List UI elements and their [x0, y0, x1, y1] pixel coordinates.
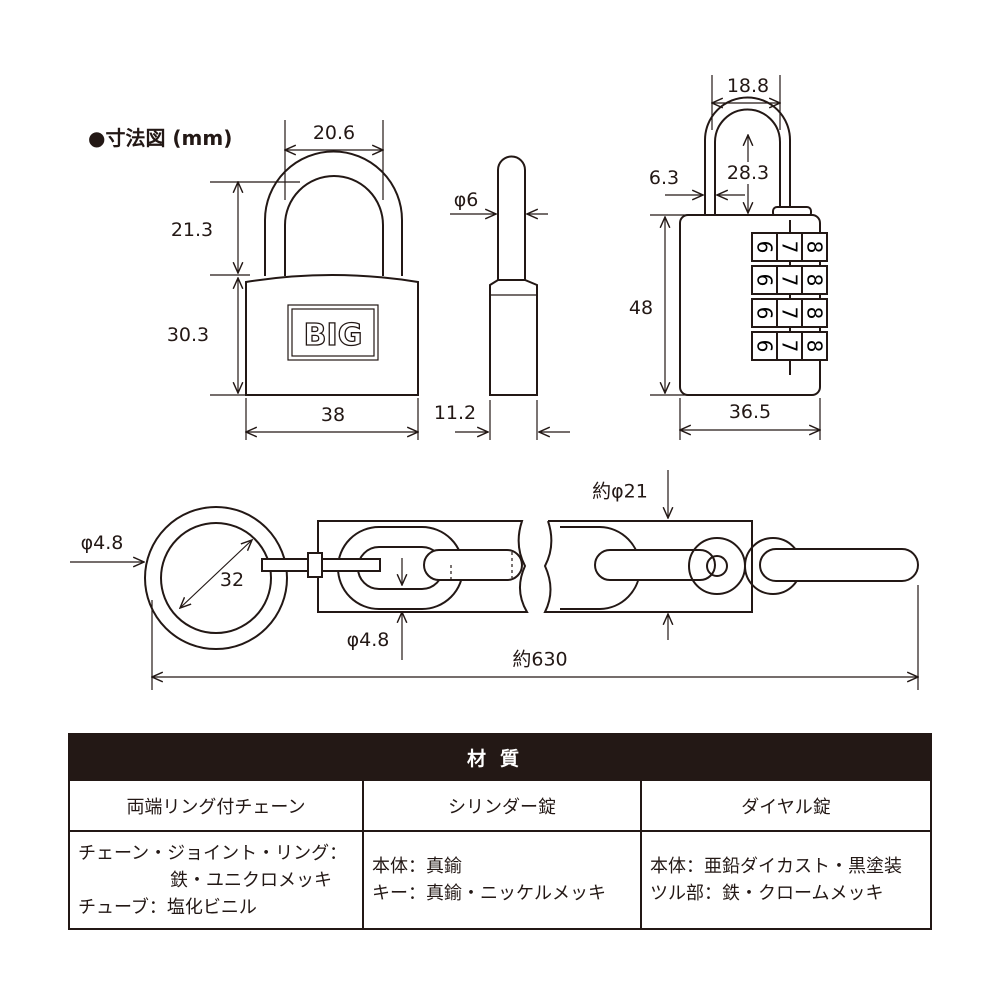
dial-digit: 6: [753, 340, 777, 353]
material-line: 鉄・ユニクロメッキ: [170, 869, 332, 891]
dim-body-width: 38: [320, 404, 346, 426]
dial-materials: 本体：亜鉛ダイカスト・黒塗装 ツル部：鉄・クロームメッキ: [640, 830, 932, 930]
cylinder-materials: 本体：真鍮 キー：真鍮・ニッケルメッキ: [362, 830, 642, 930]
dim-chain-wire: φ4.8: [346, 629, 390, 651]
dial-digit: 8: [803, 241, 827, 254]
dim-total-length: 約630: [512, 648, 568, 671]
dim-dial-shackle-offset: 6.3: [648, 167, 680, 189]
dial-digit: 6: [753, 241, 777, 254]
material-line: 本体：亜鉛ダイカスト・黒塗装: [650, 856, 902, 877]
dial-digit: 8: [803, 307, 827, 320]
dim-ring-inner: 32: [219, 569, 245, 591]
dim-dial-shackle-height: 28.3: [726, 162, 770, 184]
dial-digit: 7: [778, 274, 802, 287]
padlock-side: [450, 155, 570, 440]
dim-thickness: 11.2: [433, 402, 477, 424]
dim-tube-dia: 約φ21: [592, 480, 648, 503]
material-line: ツル部：鉄・クロームメッキ: [650, 883, 884, 904]
materials-header: 材質: [68, 733, 932, 781]
dim-dial-body-height: 48: [628, 297, 654, 319]
material-line: 本体：真鍮: [372, 856, 462, 877]
dim-ring-wire: φ4.8: [80, 532, 124, 554]
chain-materials: チェーン・ジョイント・リング： 鉄・ユニクロメッキ チューブ：塩化ビニル: [68, 830, 364, 930]
dial-digit: 6: [753, 274, 777, 287]
material-line: チューブ：塩化ビニル: [78, 896, 257, 918]
dim-dial-shackle-width: 18.8: [726, 75, 770, 97]
col-dial-lock: ダイヤル錠: [640, 779, 932, 832]
drawing-title: ●寸法図 (mm): [88, 126, 233, 150]
dial-wheel: [751, 265, 778, 295]
dim-shackle-width: 20.6: [312, 122, 356, 144]
dial-digit: 7: [778, 241, 802, 254]
material-line: キー：真鍮・ニッケルメッキ: [372, 883, 606, 904]
col-chain: 両端リング付チェーン: [68, 779, 364, 832]
big-logo: BIG: [304, 318, 363, 353]
dial-digit: 7: [778, 307, 802, 320]
dial-digit: 8: [803, 340, 827, 353]
dial-digit: 8: [803, 274, 827, 287]
dial-wheel: [801, 232, 828, 262]
dim-shackle-height: 21.3: [170, 219, 214, 241]
padlock-front: BIG: [210, 120, 418, 440]
dim-dial-body-width: 36.5: [728, 401, 772, 423]
col-cylinder-lock: シリンダー錠: [362, 779, 642, 832]
dial-wheel: [776, 265, 803, 295]
materials-table: 材質 両端リング付チェーン シリンダー錠 ダイヤル錠 チェーン・ジョイント・リン…: [68, 733, 932, 930]
dial-wheel: [801, 331, 828, 361]
dial-digit: 7: [778, 340, 802, 353]
dial-wheel: [776, 331, 803, 361]
dim-shackle-dia: φ6: [453, 189, 479, 211]
dial-wheel: [801, 298, 828, 328]
dim-body-height: 30.3: [166, 324, 210, 346]
chain-assembly: [70, 470, 918, 690]
dial-digit: 6: [753, 307, 777, 320]
material-line: チェーン・ジョイント・リング：: [78, 842, 348, 864]
dial-wheel: [801, 265, 828, 295]
